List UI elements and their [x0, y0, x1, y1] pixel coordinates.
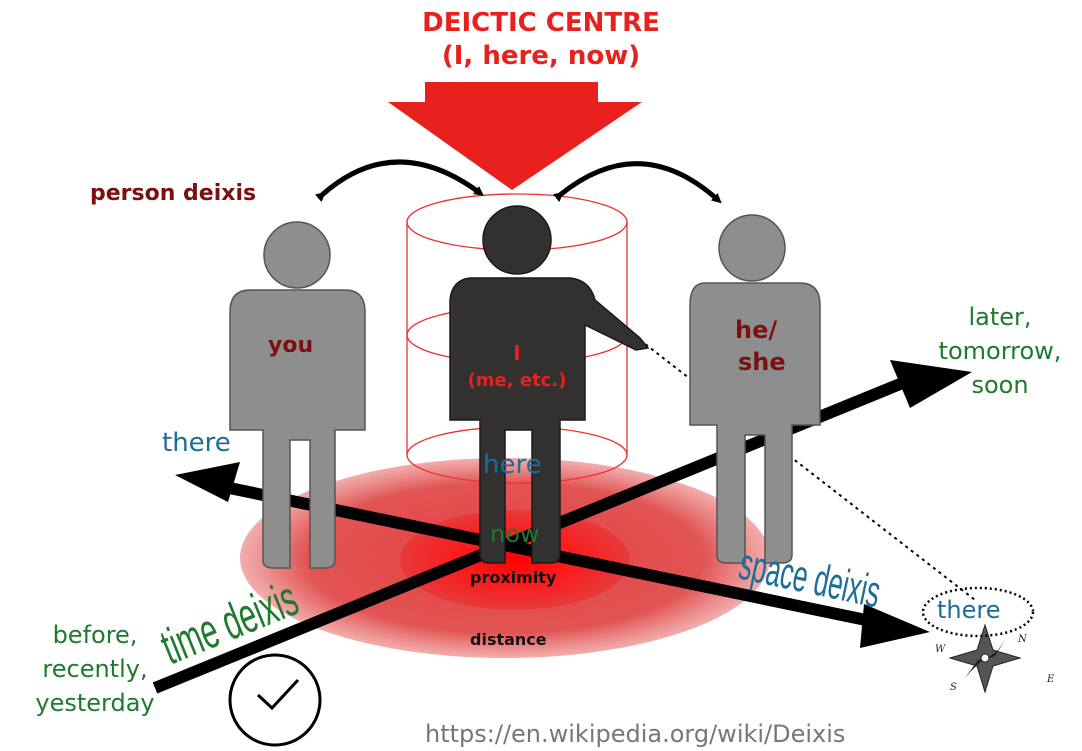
distance-label: distance	[470, 630, 547, 649]
yesterday-word: yesterday	[35, 689, 155, 717]
there-right-ellipse	[921, 586, 1035, 638]
there-right-label: there	[937, 596, 1001, 624]
person-deixis-curved-arrows	[314, 159, 722, 204]
he-label: he/	[735, 316, 778, 344]
proximity-label: proximity	[470, 568, 557, 587]
past-time-words: before, recently, yesterday	[20, 618, 170, 720]
you-label: you	[268, 333, 314, 358]
here-label: here	[483, 450, 542, 480]
compass-letter-e: E	[1046, 674, 1055, 685]
now-label: now	[490, 520, 540, 548]
person-i-figure	[449, 205, 650, 564]
later-word: later,	[968, 303, 1032, 331]
there-left-label: there	[162, 428, 231, 458]
compass-letter-n: N	[1017, 634, 1028, 645]
person-you-figure	[229, 221, 366, 569]
compass-rose-icon	[948, 623, 1022, 694]
clock-icon	[228, 653, 322, 747]
before-word: before,	[52, 621, 138, 649]
tomorrow-word: tomorrow,	[938, 337, 1062, 365]
person-deixis-label: person deixis	[90, 181, 257, 206]
she-label: she	[738, 348, 786, 376]
soon-word: soon	[971, 371, 1029, 399]
person-he-she-figure	[689, 214, 821, 564]
source-url[interactable]: https://en.wikipedia.org/wiki/Deixis	[425, 720, 846, 748]
me-etc-label: (me, etc.)	[467, 370, 567, 391]
deictic-centre-title: DEICTIC CENTRE	[422, 8, 660, 38]
future-time-words: later, tomorrow, soon	[930, 300, 1070, 402]
recently-word: recently,	[42, 655, 148, 683]
i-label: I	[513, 341, 521, 365]
compass-letter-s: S	[950, 682, 957, 693]
deictic-centre-subtitle: (I, here, now)	[441, 41, 641, 71]
compass-letter-w: W	[935, 644, 946, 655]
deictic-centre-arrow	[388, 82, 642, 190]
